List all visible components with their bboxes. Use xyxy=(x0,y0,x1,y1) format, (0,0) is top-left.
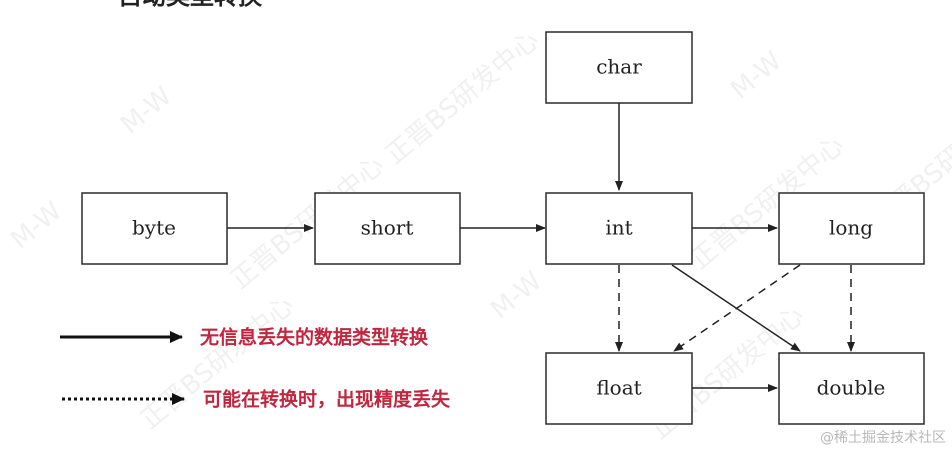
node-short: short xyxy=(314,192,461,265)
node-label-double: double xyxy=(817,376,886,400)
node-double: double xyxy=(778,352,925,425)
node-box xyxy=(545,31,693,104)
watermark-text: M-W xyxy=(5,196,68,255)
node-box xyxy=(778,192,925,265)
node-char: char xyxy=(545,31,693,104)
node-box xyxy=(81,192,228,265)
diagram-title: 自动类型转换 xyxy=(118,0,263,10)
watermark-text: M-W xyxy=(115,81,178,140)
legend-dotted-label: 可能在转换时，出现精度丢失 xyxy=(203,388,451,411)
node-int: int xyxy=(545,192,693,265)
edges xyxy=(227,103,855,392)
node-long: long xyxy=(778,192,925,265)
node-box xyxy=(545,192,693,265)
node-label-byte: byte xyxy=(132,216,176,240)
node-label-float: float xyxy=(596,376,641,400)
watermark-text: M-W xyxy=(725,46,788,105)
watermark-text: 正晋BS研发中心 xyxy=(135,290,300,435)
node-box xyxy=(314,192,461,265)
node-label-short: short xyxy=(361,216,414,240)
edge-long-float xyxy=(673,264,801,352)
legend-solid-label: 无信息丢失的数据类型转换 xyxy=(200,326,429,349)
legend: 无信息丢失的数据类型转换 可能在转换时，出现精度丢失 xyxy=(60,326,451,411)
watermark-text: 正晋BS研发中心 xyxy=(380,25,545,170)
watermark-text: M-W xyxy=(485,266,548,325)
node-label-int: int xyxy=(605,216,632,240)
node-float: float xyxy=(545,352,693,425)
node-box xyxy=(778,352,925,425)
source-credit: @稀土掘金技术社区 xyxy=(820,430,946,446)
node-label-char: char xyxy=(596,55,642,79)
node-label-long: long xyxy=(829,216,873,240)
node-box xyxy=(545,352,693,425)
node-byte: byte xyxy=(81,192,228,265)
